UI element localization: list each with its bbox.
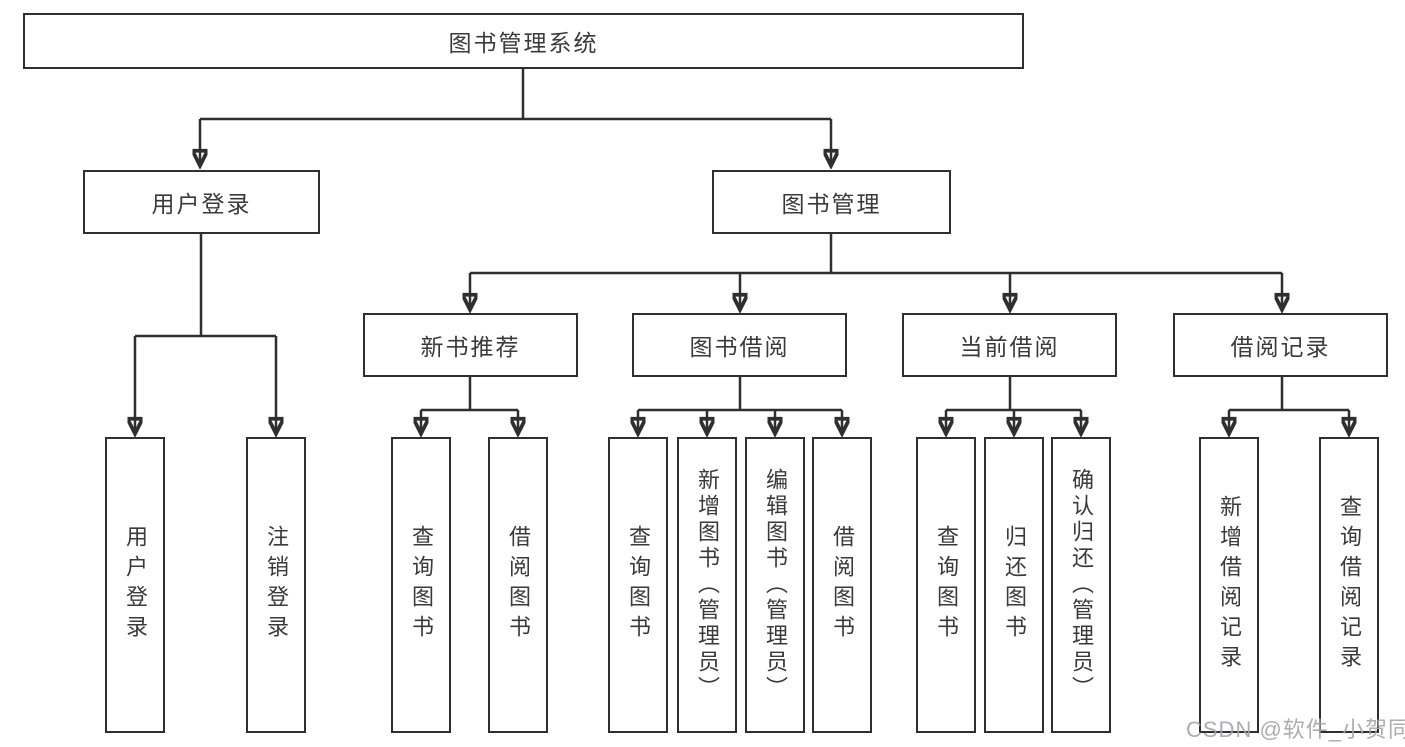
leaf-user-login: 用户登录	[105, 437, 165, 733]
leaf-recommend-borrow-books: 借阅图书	[488, 437, 548, 733]
leaf-logout: 注销登录	[246, 437, 306, 733]
csdn-watermark: CSDN @软件_小贺同学	[1186, 717, 1405, 742]
leaf-records-add-borrow-record: 新增借阅记录	[1199, 437, 1259, 733]
node-borrow-records: 借阅记录	[1173, 313, 1388, 377]
node-current-borrow: 当前借阅	[902, 313, 1117, 377]
leaf-borrow-edit-book-admin: 编辑图书（管理员）	[745, 437, 805, 733]
leaf-borrow-add-book-admin: 新增图书（管理员）	[677, 437, 737, 733]
node-book-borrow: 图书借阅	[632, 313, 847, 377]
leaf-records-query-borrow-record: 查询借阅记录	[1319, 437, 1379, 733]
leaf-borrow-borrow-books: 借阅图书	[812, 437, 872, 733]
node-book-management: 图书管理	[712, 170, 951, 234]
leaf-current-confirm-return-admin: 确认归还（管理员）	[1051, 437, 1111, 733]
node-user-login: 用户登录	[83, 170, 320, 234]
node-root: 图书管理系统	[23, 13, 1024, 69]
node-new-book-recommend: 新书推荐	[363, 313, 578, 377]
leaf-current-return-books: 归还图书	[984, 437, 1044, 733]
leaf-borrow-query-books: 查询图书	[608, 437, 668, 733]
leaf-current-query-books: 查询图书	[916, 437, 976, 733]
leaf-recommend-query-books: 查询图书	[391, 437, 451, 733]
